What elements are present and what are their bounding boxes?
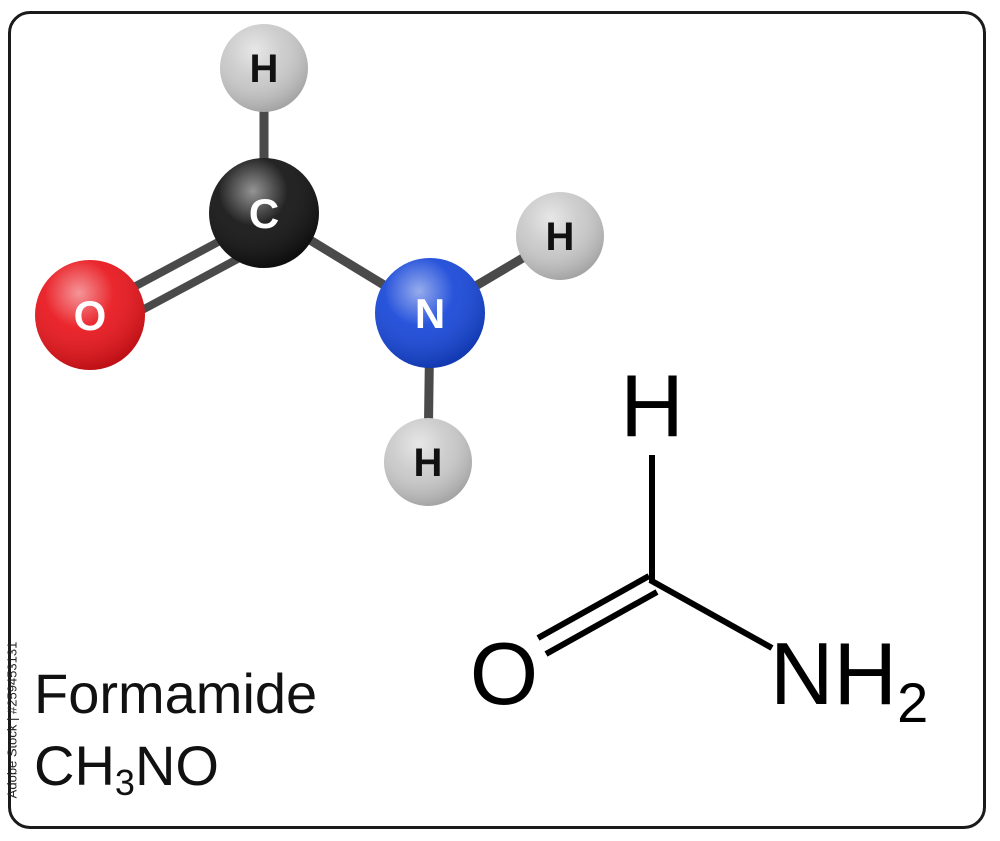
atom-o: O xyxy=(35,260,145,370)
formula-subscript-3: 3 xyxy=(114,762,135,803)
atom-label: H xyxy=(250,47,279,91)
structural-group-nh2: NH2 xyxy=(770,624,928,734)
formula-part-c: C xyxy=(34,734,75,797)
bond-c-o-double-line-1 xyxy=(536,573,651,641)
bond-c-o-double-line-2 xyxy=(544,589,659,657)
stock-watermark: Adobe Stock | #259453131 xyxy=(2,610,22,830)
subscript-2: 2 xyxy=(897,671,928,734)
diagram-frame xyxy=(8,11,986,829)
ball-and-stick-model: H C O N H H xyxy=(35,24,604,506)
formula-part-no: NO xyxy=(134,734,219,797)
watermark-text: Adobe Stock | #259453131 xyxy=(4,641,20,799)
structural-formula: H O NH2 xyxy=(470,356,928,734)
molecular-formula: CH3NO xyxy=(34,738,219,801)
atom-label: H xyxy=(546,215,575,259)
bond-c-n-line xyxy=(648,577,774,651)
molecule-name: Formamide xyxy=(34,662,318,725)
atom-label: N xyxy=(415,290,445,337)
nh-text: NH xyxy=(770,624,897,723)
atom-h-n-bottom: H xyxy=(384,418,472,506)
formula-part-h: H xyxy=(74,734,115,797)
structural-atom-o: O xyxy=(470,624,538,723)
atom-label: O xyxy=(74,292,107,339)
structural-atom-h: H xyxy=(620,356,684,455)
atom-c: C xyxy=(209,158,319,268)
atom-label: C xyxy=(249,190,279,237)
bonds xyxy=(100,65,565,465)
atom-h-n-right: H xyxy=(516,192,604,280)
atom-n: N xyxy=(375,258,485,368)
atom-label: H xyxy=(414,441,443,485)
atom-h-top: H xyxy=(220,24,308,112)
